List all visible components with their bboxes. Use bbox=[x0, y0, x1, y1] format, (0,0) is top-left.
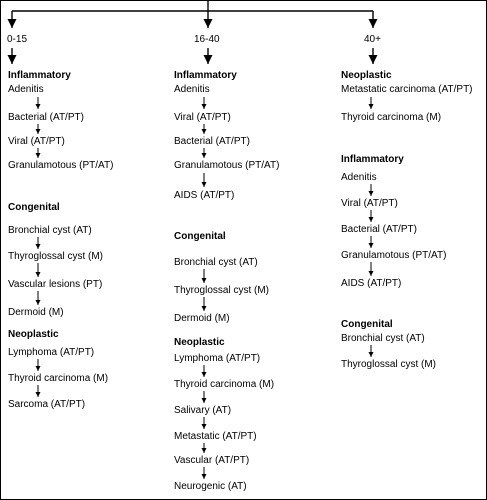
col-2-section-1-item-1: Adenitis bbox=[174, 84, 210, 95]
col-1-section-2-title: Congenital bbox=[8, 202, 60, 213]
col-2-section-2-item-1: Bronchial cyst (AT) bbox=[174, 257, 258, 268]
col-3-section-3-item-1: Bronchial cyst (AT) bbox=[341, 333, 425, 344]
col-2-section-3-item-6: Neurogenic (AT) bbox=[174, 481, 247, 492]
col-1-section-2-item-3: Vascular lesions (PT) bbox=[8, 279, 102, 290]
col-3-section-2-title: Inflammatory bbox=[341, 154, 404, 165]
col-1-section-1-item-3: Viral (AT/PT) bbox=[8, 136, 65, 147]
col-2-section-1-item-3: Bacterial (AT/PT) bbox=[174, 136, 250, 147]
col-3-section-3-item-2: Thyroglossal cyst (M) bbox=[341, 359, 436, 370]
age-label-col-3: 40+ bbox=[364, 34, 381, 45]
col-1-section-2-item-4: Dermoid (M) bbox=[8, 307, 64, 318]
col-3-section-3-title: Congenital bbox=[341, 319, 393, 330]
col-2-section-1-item-4: Granulamotous (PT/AT) bbox=[174, 160, 279, 171]
col-1-section-1-item-1: Adenitis bbox=[8, 84, 44, 95]
col-3-section-1-item-1: Metastatic carcinoma (AT/PT) bbox=[341, 84, 473, 95]
col-2-section-3-item-2: Thyroid carcinoma (M) bbox=[174, 379, 274, 390]
col-2-section-3-item-5: Vascular (AT/PT) bbox=[174, 455, 249, 466]
col-1-section-3-title: Neoplastic bbox=[8, 329, 59, 340]
col-1-section-1-item-2: Bacterial (AT/PT) bbox=[8, 112, 84, 123]
col-2-section-3-item-1: Lymphoma (AT/PT) bbox=[174, 353, 260, 364]
age-label-col-1: 0-15 bbox=[7, 34, 27, 45]
col-3-section-2-item-2: Viral (AT/PT) bbox=[341, 198, 398, 209]
col-3-section-2-item-3: Bacterial (AT/PT) bbox=[341, 224, 417, 235]
col-3-section-1-item-2: Thyroid carcinoma (M) bbox=[341, 112, 441, 123]
age-label-col-2: 16-40 bbox=[194, 34, 220, 45]
col-3-section-2-item-1: Adenitis bbox=[341, 172, 377, 183]
col-1-section-3-item-2: Thyroid carcinoma (M) bbox=[8, 373, 108, 384]
col-2-section-3-item-3: Salivary (AT) bbox=[174, 405, 231, 416]
col-1-section-2-item-2: Thyroglossal cyst (M) bbox=[8, 251, 103, 262]
col-2-section-1-title: Inflammatory bbox=[174, 70, 237, 81]
col-2-section-2-title: Congenital bbox=[174, 231, 226, 242]
col-2-section-1-item-2: Viral (AT/PT) bbox=[174, 112, 231, 123]
col-1-section-3-item-1: Lymphoma (AT/PT) bbox=[8, 347, 94, 358]
col-1-section-3-item-3: Sarcoma (AT/PT) bbox=[8, 399, 85, 410]
col-2-section-1-item-5: AIDS (AT/PT) bbox=[174, 190, 234, 201]
col-2-section-2-item-2: Thyroglossal cyst (M) bbox=[174, 285, 269, 296]
col-2-section-3-item-4: Metastatic (AT/PT) bbox=[174, 431, 257, 442]
col-1-section-1-item-4: Granulamotous (PT/AT) bbox=[8, 160, 113, 171]
col-3-section-1-title: Neoplastic bbox=[341, 70, 392, 81]
col-1-section-2-item-1: Bronchial cyst (AT) bbox=[8, 225, 92, 236]
col-3-section-2-item-5: AIDS (AT/PT) bbox=[341, 278, 401, 289]
col-1-section-1-title: Inflammatory bbox=[8, 70, 71, 81]
col-2-section-2-item-3: Dermoid (M) bbox=[174, 313, 230, 324]
col-2-section-3-title: Neoplastic bbox=[174, 337, 225, 348]
col-3-section-2-item-4: Granulamotous (PT/AT) bbox=[341, 250, 446, 261]
